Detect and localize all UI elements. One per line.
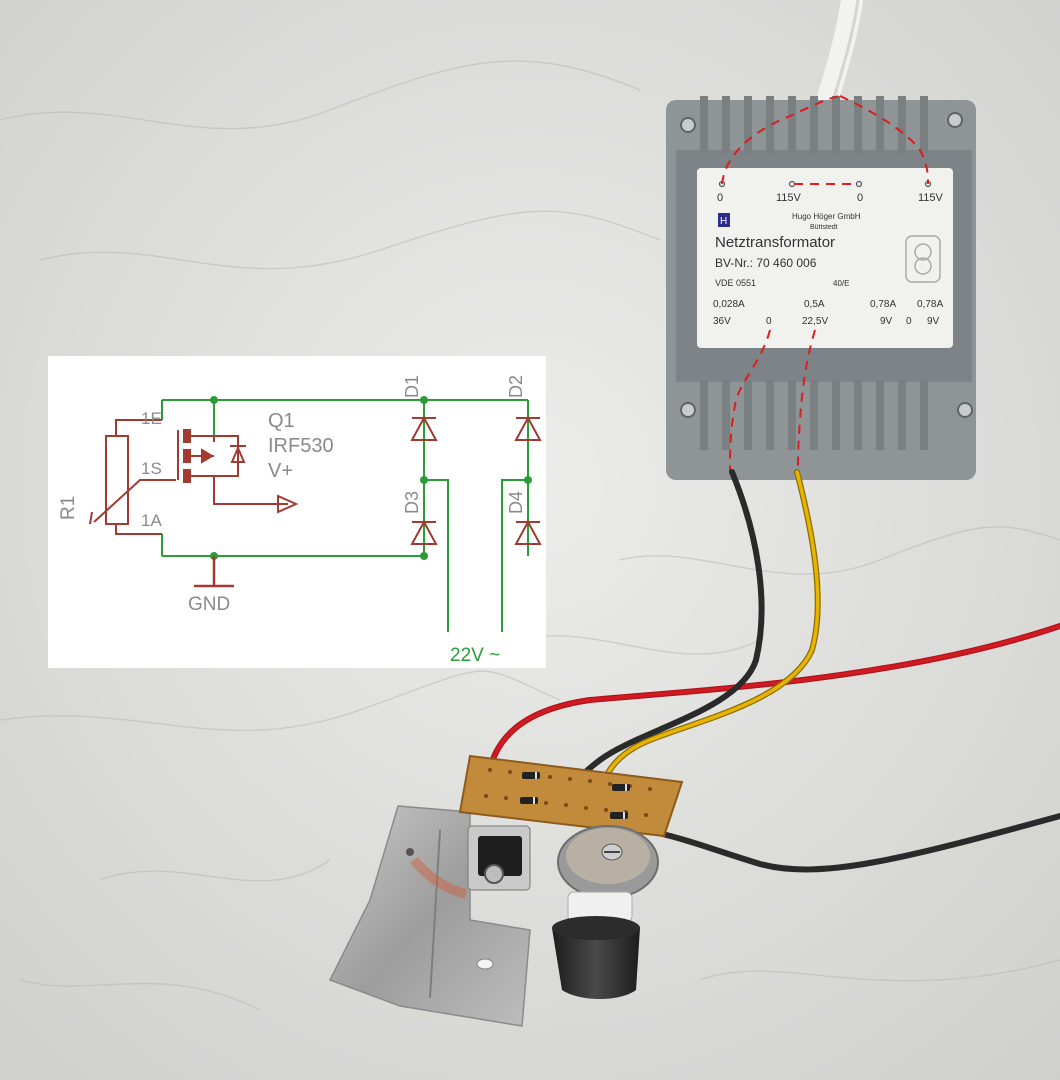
- ac-input-label: 22V ~: [450, 645, 500, 666]
- current-2: 0,5A: [804, 299, 825, 310]
- maker-city: Büttstedt: [810, 224, 838, 231]
- ground-label: GND: [188, 594, 230, 615]
- marble-veins: [0, 60, 1060, 1011]
- current-1: 0,028A: [713, 299, 745, 310]
- diode-d3: [410, 519, 438, 545]
- internal-wiring-overlay: [721, 95, 929, 473]
- resistor-label: R1: [58, 496, 79, 520]
- diode-bridge: [410, 415, 542, 545]
- transformer-label-plate: [697, 168, 953, 348]
- maker-name: Hugo Höger GmbH: [792, 212, 861, 221]
- diode-d4: [514, 519, 542, 545]
- svg-text:H: H: [720, 216, 727, 227]
- top-tap-3: 0: [857, 192, 863, 204]
- cooling-fins: [700, 96, 928, 450]
- transistor-name: Q1: [268, 410, 295, 432]
- mains-cable: [817, 0, 863, 109]
- vplus-arrow: [277, 494, 299, 514]
- schematic-panel: [48, 356, 546, 668]
- pin-label-1s: 1S: [141, 459, 162, 478]
- transformer-symbol-icon: [905, 235, 941, 283]
- top-tap-2: 115V: [776, 192, 802, 204]
- current-4: 0,78A: [917, 299, 943, 310]
- transformer: 0 115V 0 115V H Hugo Höger GmbH Büttsted…: [666, 95, 976, 480]
- schematic-diagram: R1 1E 1S 1A Q1 IRF530 V+ GND D1 D2 D3 D4…: [48, 356, 546, 668]
- potentiometer: [552, 825, 659, 999]
- diode-d1: [410, 415, 438, 441]
- part-number: BV-Nr.: 70 460 006: [715, 256, 817, 270]
- bottom-tap-1: 36V: [713, 316, 731, 327]
- schematic-junctions: [210, 396, 532, 560]
- stripboard: [458, 754, 684, 838]
- bottom-tap-3: 22,5V: [802, 316, 828, 327]
- bottom-tap-2: 0: [766, 316, 772, 327]
- bottom-tap-5: 0: [906, 316, 912, 327]
- diode-label-d4: D4: [506, 491, 526, 514]
- transistor-part: IRF530: [268, 435, 334, 457]
- pin-label-1a: 1A: [141, 511, 162, 530]
- rating-code: 40/E: [833, 279, 849, 288]
- top-tap-1: 0: [717, 192, 723, 204]
- current-3: 0,78A: [870, 299, 896, 310]
- ground-symbol: [194, 556, 234, 588]
- diode-label-d3: D3: [402, 491, 422, 514]
- diode-d2: [514, 415, 542, 441]
- diode-label-d2: D2: [506, 375, 526, 398]
- mosfet-symbol: [177, 429, 288, 505]
- mosfet-component: [467, 825, 531, 891]
- resistor-r1: [89, 419, 176, 535]
- vde-standard: VDE 0551: [715, 278, 756, 288]
- manufacturer-logo: H: [718, 213, 730, 227]
- transformer-title: Netztransformator: [715, 234, 835, 251]
- bottom-tap-6: 9V: [927, 316, 940, 327]
- heatsink: [328, 805, 531, 1027]
- black-wire-output: [651, 813, 1060, 873]
- top-tap-4: 115V: [918, 192, 944, 204]
- supply-label: V+: [268, 460, 293, 482]
- connection-wires: [483, 469, 1060, 873]
- pin-label-1e: 1E: [141, 409, 162, 428]
- bottom-tap-4: 9V: [880, 316, 893, 327]
- diode-label-d1: D1: [402, 375, 422, 398]
